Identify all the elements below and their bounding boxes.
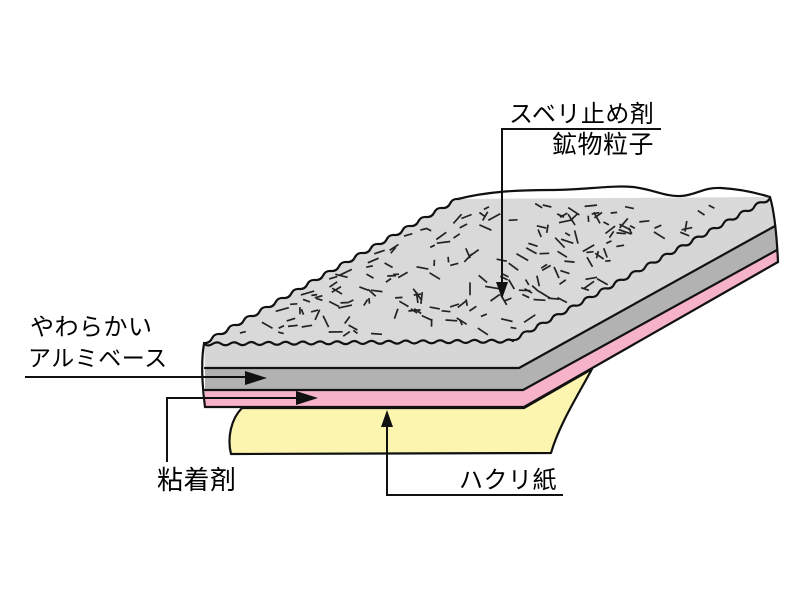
label-release-paper: ハクリ紙 xyxy=(459,467,557,494)
label-soft: やわらかい xyxy=(30,314,153,341)
layer-divider-1 xyxy=(203,224,777,370)
leader-release-paper xyxy=(386,426,563,496)
arrow-down-icon xyxy=(496,282,508,299)
leader-adhesive xyxy=(166,397,299,462)
top-back-edge xyxy=(456,185,772,201)
surface-layer-side-band xyxy=(204,197,775,368)
slab-left-edge xyxy=(201,342,207,409)
label-antislip-agent: スベリ止め剤 xyxy=(509,101,655,128)
layer-divider-2 xyxy=(203,248,779,392)
slab-right-cut-edge xyxy=(768,195,780,264)
serrated-edge-front xyxy=(202,338,515,347)
serrated-edge-right xyxy=(511,196,772,342)
arrow-right-icon xyxy=(245,371,267,385)
label-adhesive: 粘着剤 xyxy=(157,465,237,495)
slab-bottom-outline xyxy=(203,260,780,409)
arrow-up-icon xyxy=(381,410,393,427)
leader-antislip-agent xyxy=(501,128,661,285)
release-paper-sheet xyxy=(228,367,594,456)
arrow-right-icon xyxy=(296,391,318,405)
serrated-edge-left xyxy=(202,197,460,345)
label-mineral-particles: 鉱物粒子 xyxy=(552,131,655,159)
mineral-particles-texture xyxy=(239,202,715,337)
label-alu-base: アルミベース xyxy=(28,345,168,371)
adhesive-layer-band xyxy=(205,250,778,407)
aluminium-layer-band xyxy=(205,226,777,390)
